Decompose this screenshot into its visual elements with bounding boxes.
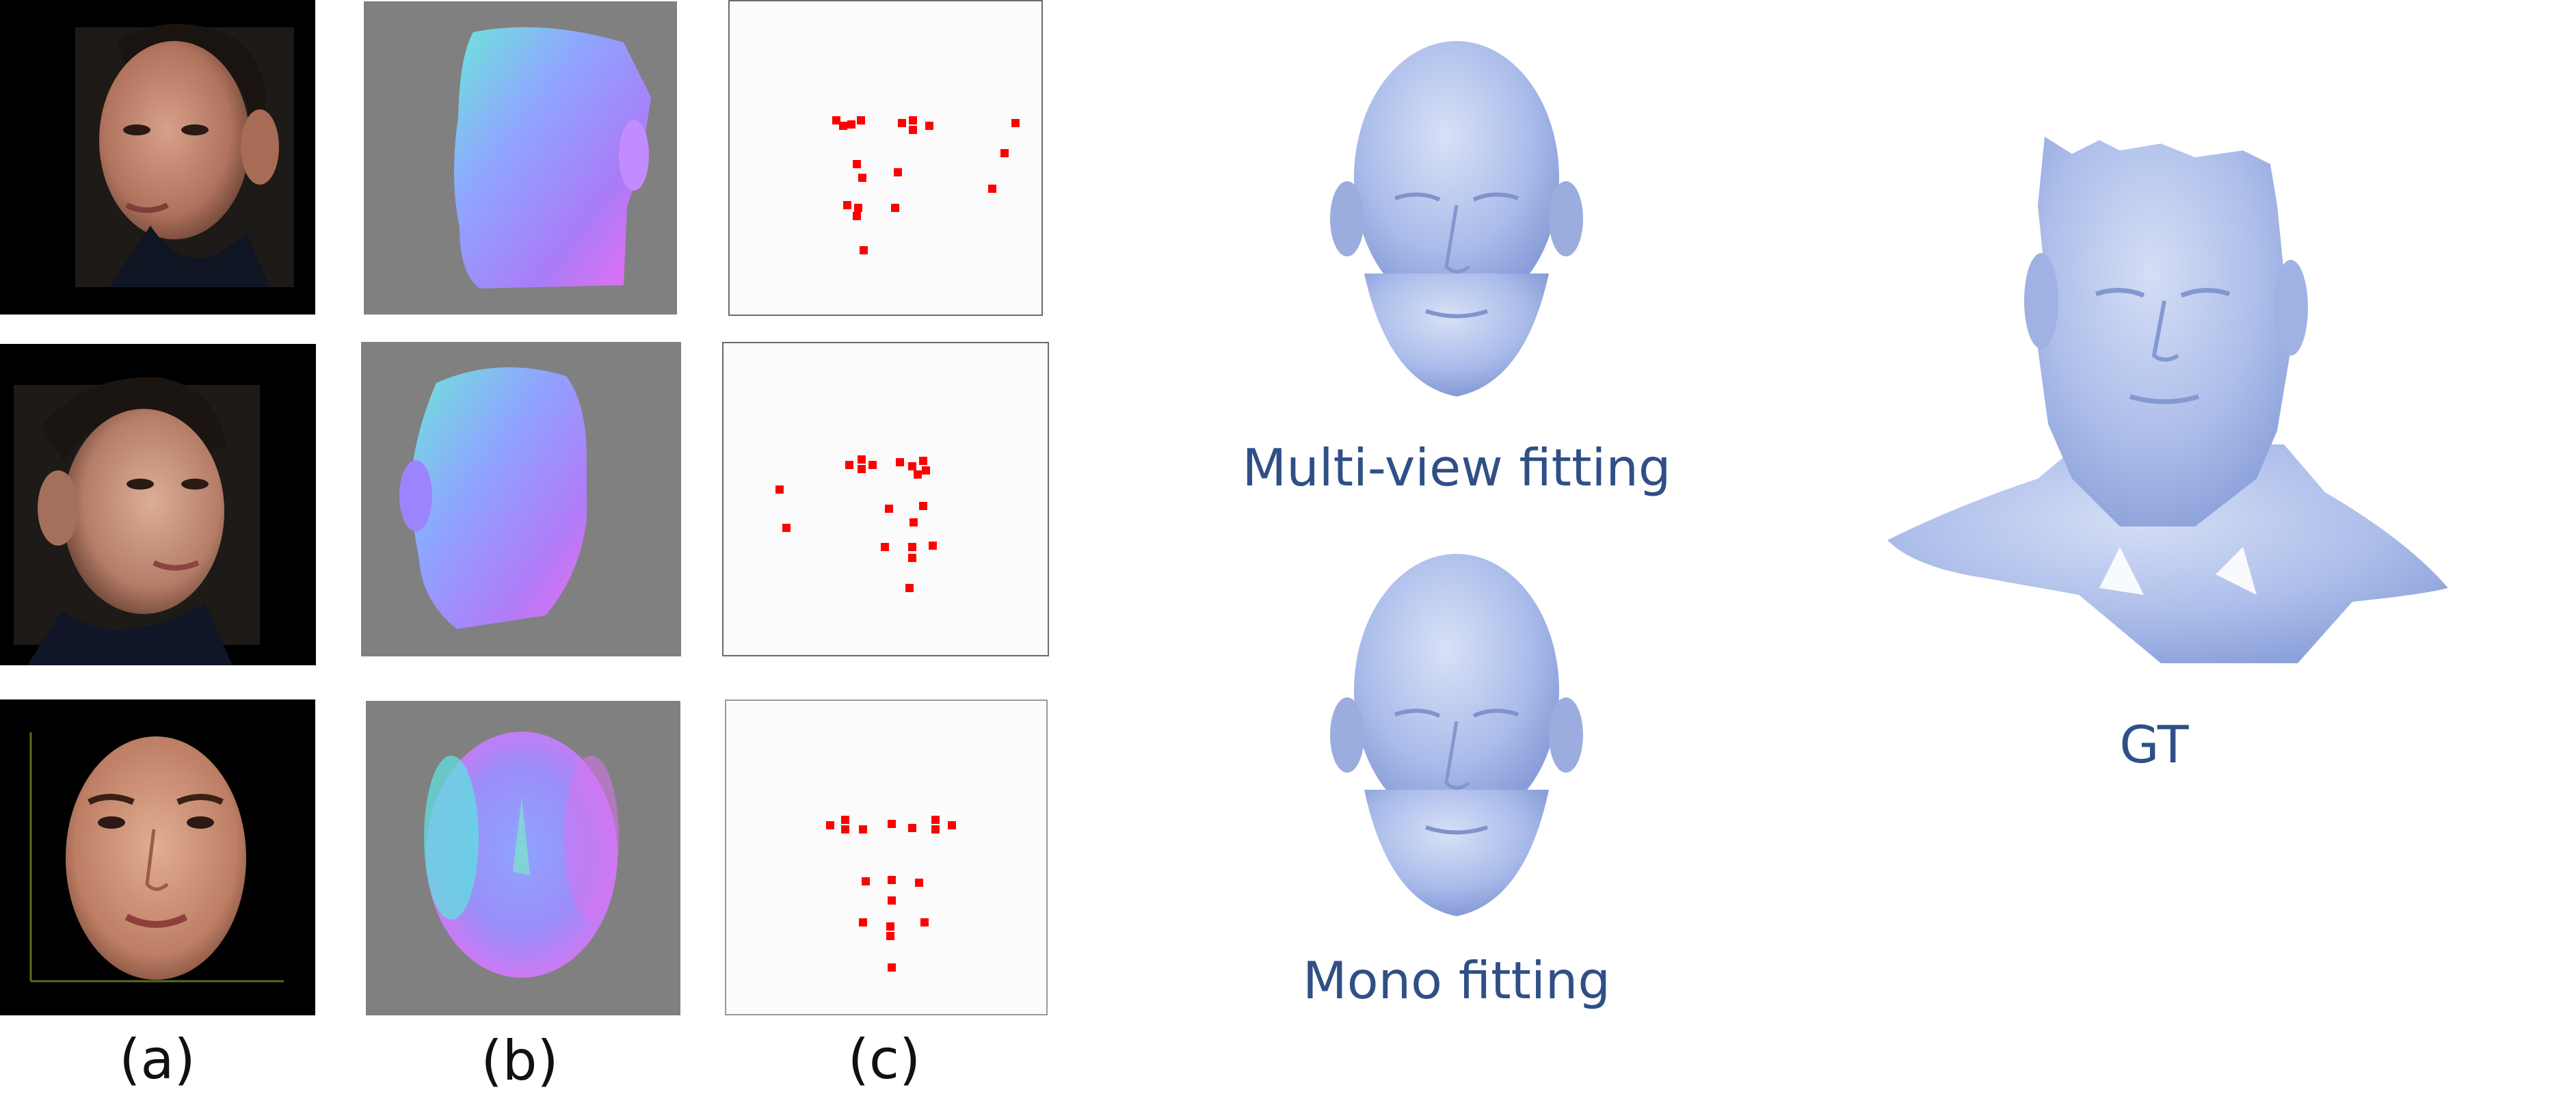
face-photo-frontal (0, 699, 315, 1015)
ground-truth-scan (1874, 123, 2462, 670)
caption-mono-fitting: Mono fitting (1303, 950, 1610, 1011)
caption-a: (a) (119, 1028, 196, 1091)
mono-fitting-mesh (1313, 540, 1600, 930)
keypoint-map-left-profile (722, 342, 1049, 656)
multi-view-fitting-mesh (1313, 27, 1600, 410)
keypoint-map-right-profile (728, 0, 1043, 316)
caption-b: (b) (481, 1029, 559, 1093)
keypoint-markers (775, 455, 937, 592)
face-photo-left-profile (0, 344, 316, 665)
caption-multi-view-fitting: Multi-view fitting (1242, 438, 1671, 498)
normal-map-right-profile (364, 1, 677, 315)
caption-c: (c) (847, 1028, 921, 1091)
normal-map-frontal (366, 701, 680, 1015)
keypoint-markers (826, 816, 956, 972)
keypoint-markers (832, 116, 1020, 254)
face-photo-right-profile (0, 0, 315, 315)
keypoint-map-frontal (725, 699, 1048, 1015)
normal-map-left-profile (361, 342, 681, 656)
caption-gt: GT (2119, 715, 2189, 775)
